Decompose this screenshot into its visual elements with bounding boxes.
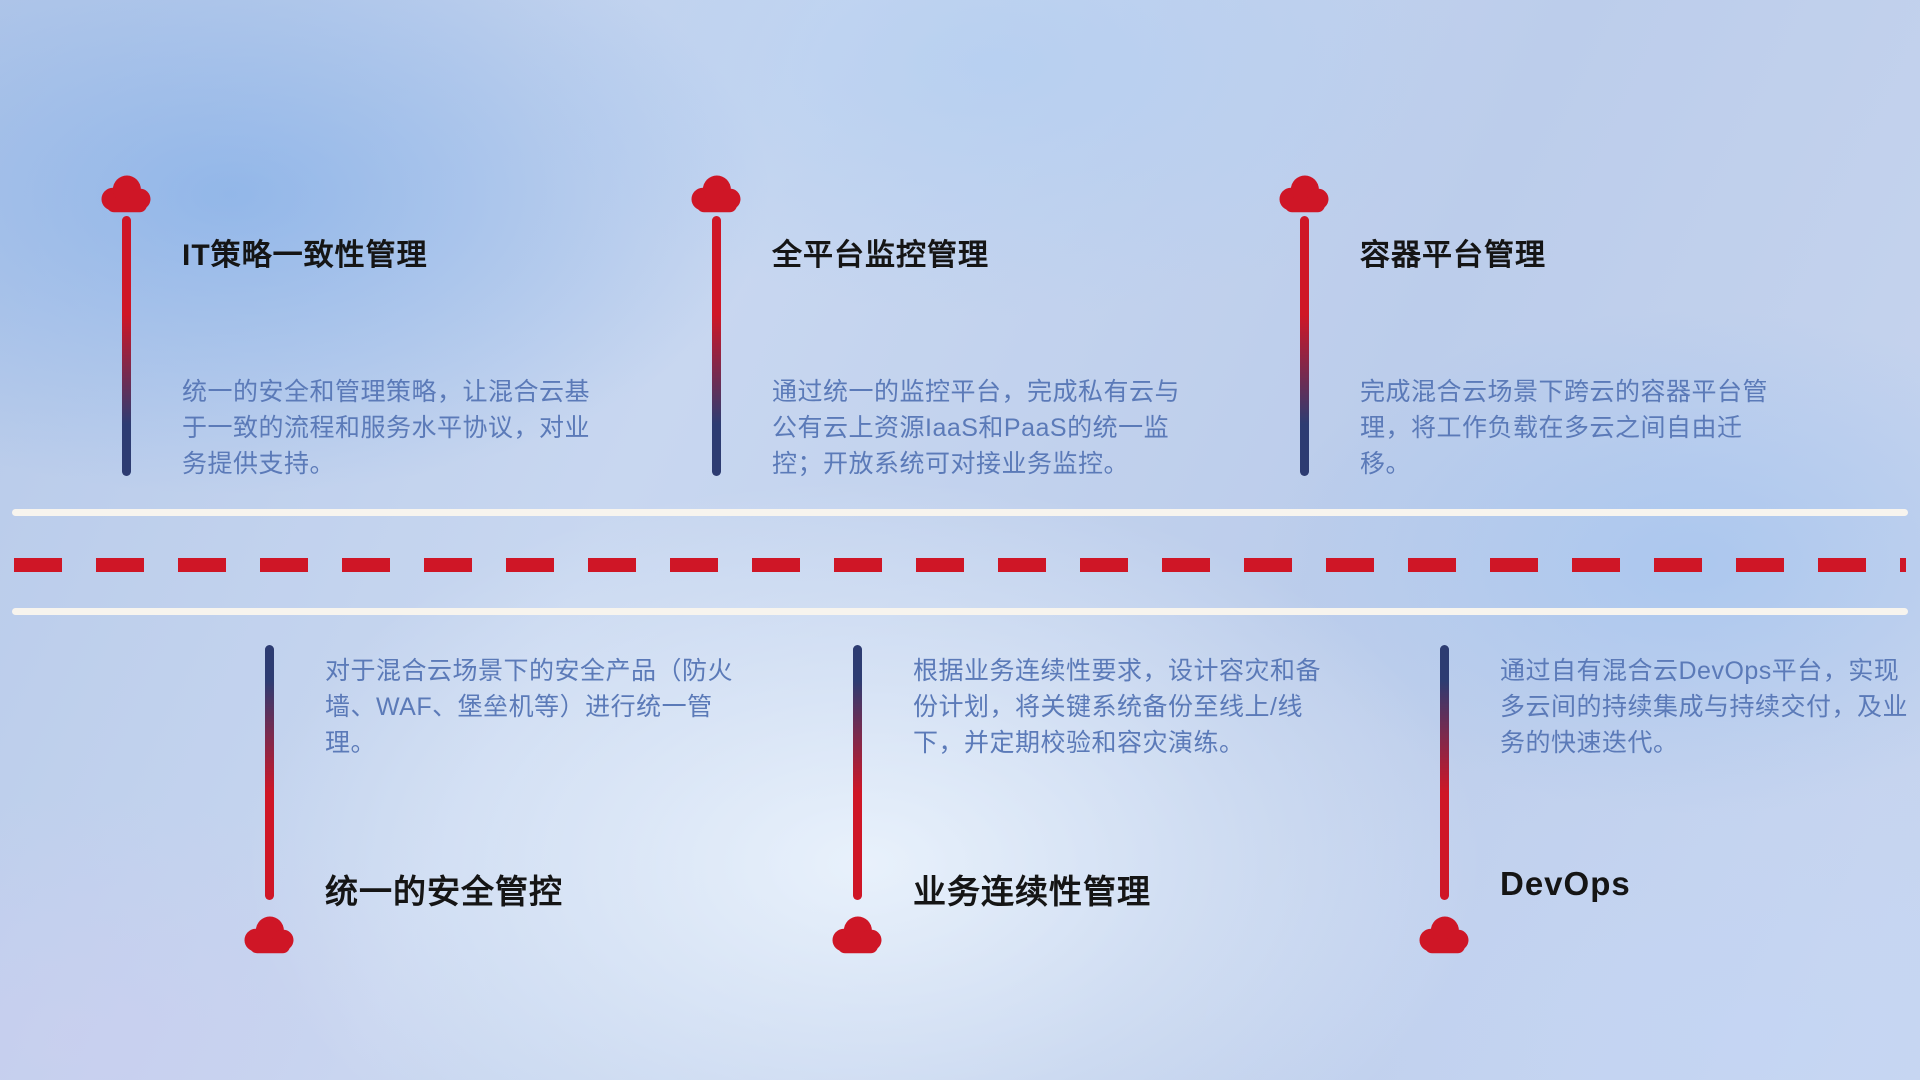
cloud-icon	[1419, 916, 1469, 954]
cloud-icon	[691, 175, 741, 213]
feature-description: 统一的安全和管理策略，让混合云基于一致的流程和服务水平协议，对业务提供支持。	[182, 378, 591, 478]
feature-title: 全平台监控管理	[772, 239, 989, 272]
feature-description: 对于混合云场景下的安全产品（防火墙、WAF、堡垒机等）进行统一管理。	[325, 657, 734, 757]
cloud-icon	[244, 916, 294, 954]
road-dashed-centerline	[14, 558, 1906, 572]
feature-title: 容器平台管理	[1360, 239, 1546, 272]
feature-description: 通过统一的监控平台，完成私有云与公有云上资源IaaS和PaaS的统一监控；开放系…	[772, 378, 1181, 478]
feature-title: DevOps	[1500, 865, 1631, 902]
timeline-connector	[852, 645, 862, 900]
cloud-icon	[101, 175, 151, 213]
cloud-icon	[1279, 175, 1329, 213]
feature-content: IT策略一致性管理 统一的安全和管理策略，让混合云基于一致的流程和服务水平协议，…	[182, 230, 594, 482]
feature-title: 业务连续性管理	[913, 873, 1151, 910]
feature-content: 对于混合云场景下的安全产品（防火墙、WAF、堡垒机等）进行统一管理。 统一的安全…	[325, 653, 749, 953]
road-line-top	[12, 509, 1908, 516]
feature-description: 完成混合云场景下跨云的容器平台管理，将工作负载在多云之间自由迁移。	[1360, 378, 1769, 478]
road-line-bottom	[12, 608, 1908, 615]
feature-content: 通过自有混合云DevOps平台，实现多云间的持续集成与持续交付，及业务的快速迭代…	[1500, 653, 1920, 953]
feature-description: 根据业务连续性要求，设计容灾和备份计划，将关键系统备份至线上/线下，并定期校验和…	[913, 657, 1322, 757]
feature-content: 根据业务连续性要求，设计容灾和备份计划，将关键系统备份至线上/线下，并定期校验和…	[913, 653, 1337, 953]
feature-description: 通过自有混合云DevOps平台，实现多云间的持续集成与持续交付，及业务的快速迭代…	[1500, 657, 1909, 757]
timeline-connector	[121, 216, 131, 476]
timeline-connector	[711, 216, 721, 476]
feature-title: IT策略一致性管理	[182, 239, 428, 272]
timeline-connector	[264, 645, 274, 900]
feature-title: 统一的安全管控	[325, 873, 563, 910]
feature-content: 全平台监控管理 通过统一的监控平台，完成私有云与公有云上资源IaaS和PaaS的…	[772, 230, 1184, 482]
timeline-connector	[1299, 216, 1309, 476]
timeline-connector	[1439, 645, 1449, 900]
feature-content: 容器平台管理 完成混合云场景下跨云的容器平台管理，将工作负载在多云之间自由迁移。	[1360, 230, 1772, 482]
cloud-icon	[832, 916, 882, 954]
